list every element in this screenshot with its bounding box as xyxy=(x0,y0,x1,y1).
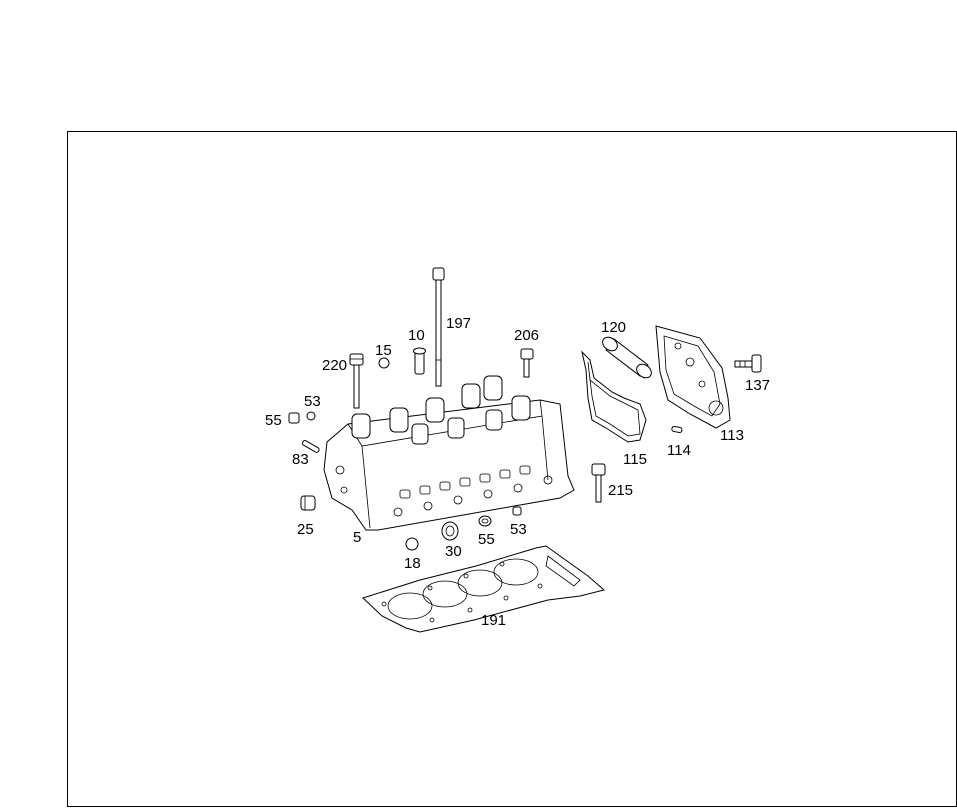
part-53-plug-lower xyxy=(512,506,522,516)
part-120-tube xyxy=(602,336,652,379)
part-25-plug xyxy=(300,495,316,511)
callout-206: 206 xyxy=(514,327,540,344)
camshaft-caps xyxy=(351,375,531,445)
callout-114: 114 xyxy=(667,442,691,459)
callout-197: 197 xyxy=(446,315,472,332)
callout-53-lower: 53 xyxy=(510,521,527,538)
part-113-cover xyxy=(655,325,731,429)
part-215-bolt xyxy=(591,463,606,503)
callout-10: 10 xyxy=(408,327,425,344)
part-114-pin xyxy=(671,425,683,434)
callout-53-upper: 53 xyxy=(304,393,321,410)
part-206-bolt xyxy=(520,348,534,378)
callout-18: 18 xyxy=(404,555,421,572)
part-115-gasket xyxy=(581,350,647,443)
callout-191: 191 xyxy=(481,612,507,629)
part-191-head-gasket xyxy=(362,545,606,633)
callout-137: 137 xyxy=(745,377,771,394)
part-55-plug-lower xyxy=(478,515,492,527)
part-220-bolt xyxy=(349,353,364,409)
callout-15: 15 xyxy=(375,342,392,359)
callout-55-lower: 55 xyxy=(478,531,495,548)
part-10-sleeve xyxy=(413,347,426,375)
callout-120: 120 xyxy=(601,319,627,336)
part-15-plug xyxy=(378,357,390,369)
callout-30: 30 xyxy=(445,543,462,560)
part-55-plug-upper xyxy=(288,412,300,424)
callout-5: 5 xyxy=(353,529,362,546)
part-18-plug xyxy=(405,537,419,551)
callout-115: 115 xyxy=(623,451,647,468)
callout-83: 83 xyxy=(292,451,309,468)
callout-220: 220 xyxy=(322,357,348,374)
part-137-bolt xyxy=(734,354,762,373)
head-ports xyxy=(335,465,553,517)
part-197-long-bolt xyxy=(432,267,445,387)
part-5-cylinder-head xyxy=(323,375,575,531)
callout-55-upper: 55 xyxy=(265,412,282,429)
part-53-plug-upper xyxy=(306,411,316,421)
callout-25: 25 xyxy=(297,521,314,538)
callout-113: 113 xyxy=(720,427,744,444)
part-83-pin xyxy=(301,440,320,453)
part-30-seal-ring xyxy=(441,521,459,541)
callout-215: 215 xyxy=(608,482,634,499)
